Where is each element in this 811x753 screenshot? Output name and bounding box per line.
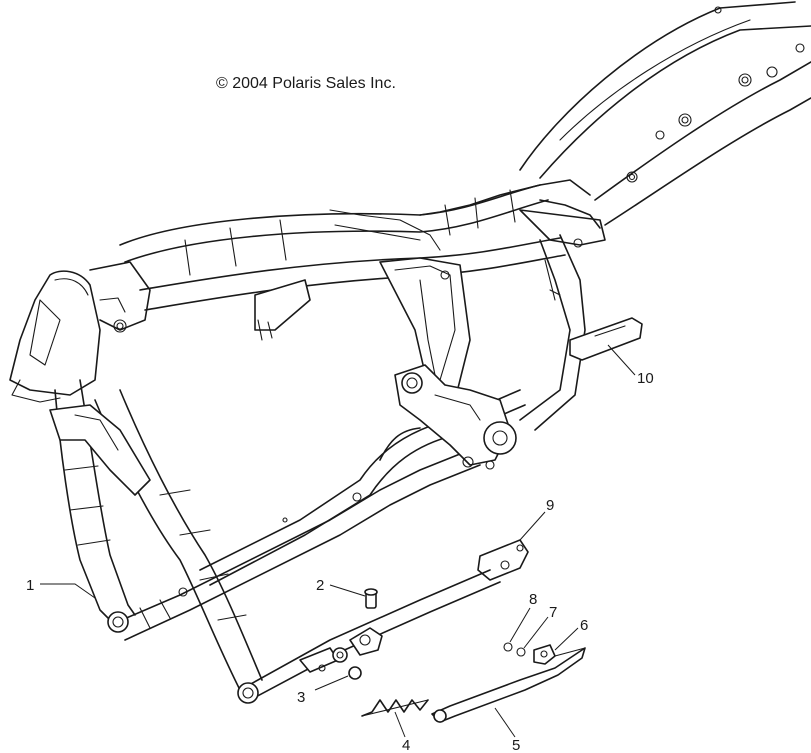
callout-10: 10 (637, 370, 654, 387)
callout-4: 4 (402, 737, 410, 753)
nut-part (348, 666, 362, 680)
ball-part (503, 642, 513, 652)
callout-5: 5 (512, 737, 520, 753)
spring-part (361, 699, 429, 717)
washer-part (516, 647, 526, 657)
callout-leaders (40, 344, 636, 738)
bolt-part (364, 588, 378, 609)
frame-part (9, 1, 811, 691)
callout-3: 3 (297, 689, 305, 706)
kickstand-part (431, 647, 586, 723)
callout-1: 1 (26, 577, 34, 594)
callout-9: 9 (546, 497, 554, 514)
callout-7: 7 (549, 604, 557, 621)
callout-8: 8 (529, 591, 537, 608)
callout-2: 2 (316, 577, 324, 594)
copyright-text: © 2004 Polaris Sales Inc. (216, 75, 396, 92)
kickstand-shaft (237, 569, 501, 704)
callout-6: 6 (580, 617, 588, 634)
kickstand-pivot-part (533, 644, 556, 665)
